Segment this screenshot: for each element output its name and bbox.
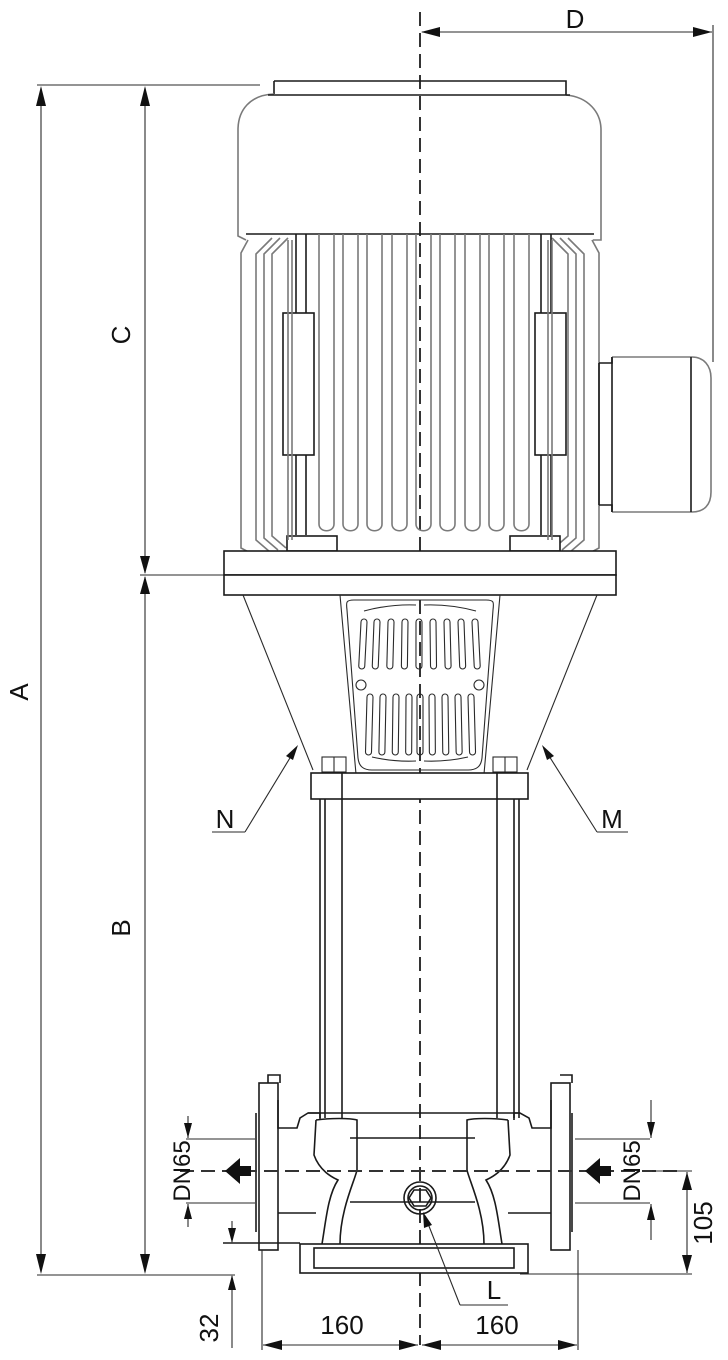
guard-slot bbox=[405, 693, 413, 756]
guard-slot-arc bbox=[363, 604, 417, 612]
flange-right bbox=[550, 1082, 571, 1251]
guard-slot-arc bbox=[371, 756, 417, 762]
guard-screw-right bbox=[473, 679, 485, 691]
guard-slot bbox=[457, 618, 467, 670]
coupling-guard-slots bbox=[358, 604, 481, 762]
dim-label-d: D bbox=[566, 4, 585, 34]
cooling-fin bbox=[488, 234, 505, 532]
cooling-fin bbox=[342, 234, 359, 532]
guard-slot bbox=[400, 618, 409, 670]
guard-slot bbox=[429, 618, 438, 670]
dimension-dn-inlet: DN65 bbox=[169, 1116, 255, 1227]
cooling-fin bbox=[464, 234, 481, 532]
callout-m: M bbox=[542, 745, 628, 834]
dimension-a: A bbox=[4, 84, 260, 1276]
dim-label-base-offset: 32 bbox=[194, 1314, 224, 1343]
callout-label-l: L bbox=[487, 1275, 501, 1305]
cooling-fin bbox=[318, 234, 335, 532]
dim-label-c: C bbox=[106, 326, 136, 345]
cooling-fin bbox=[439, 234, 456, 532]
guard-slot bbox=[428, 693, 436, 756]
guard-slot bbox=[371, 618, 381, 670]
callout-label-n: N bbox=[216, 804, 235, 834]
guard-slot bbox=[378, 693, 387, 756]
dimension-half-widths: 160 160 bbox=[261, 1250, 579, 1350]
guard-slot bbox=[391, 693, 400, 756]
dimension-dn-outlet: DN65 bbox=[575, 1100, 655, 1240]
dim-label-half-width-right: 160 bbox=[475, 1310, 518, 1340]
drain-plug-outer bbox=[403, 1181, 437, 1215]
guard-slot bbox=[364, 693, 374, 756]
guard-slot bbox=[358, 618, 368, 670]
tie-rods bbox=[319, 799, 520, 1118]
guard-slot bbox=[467, 693, 477, 756]
cooling-fin bbox=[513, 234, 530, 532]
dimension-d: D bbox=[421, 4, 714, 362]
guard-slot bbox=[441, 693, 450, 756]
dim-label-b: B bbox=[106, 919, 136, 936]
guard-slot bbox=[416, 693, 424, 756]
guard-slot-arc bbox=[423, 604, 477, 612]
lifting-lug-right bbox=[534, 312, 567, 456]
callout-n: N bbox=[212, 745, 298, 834]
guard-slot bbox=[471, 618, 481, 670]
guard-slot-arc bbox=[423, 756, 469, 762]
cooling-fin bbox=[391, 234, 408, 532]
callout-label-m: M bbox=[601, 804, 623, 834]
guard-screw-left bbox=[355, 679, 367, 691]
dimension-base-offset: 32 bbox=[194, 1221, 236, 1348]
drain-plug-hex bbox=[408, 1189, 432, 1207]
motor-flange bbox=[223, 550, 617, 596]
motor-cap bbox=[237, 80, 602, 241]
dim-label-dn-inlet: DN65 bbox=[169, 1140, 196, 1201]
cooling-fin bbox=[415, 234, 432, 532]
dim-label-axis-height: 105 bbox=[688, 1201, 718, 1244]
guard-slot bbox=[386, 618, 395, 670]
pump-base bbox=[223, 1074, 573, 1274]
guard-slot bbox=[454, 693, 463, 756]
flow-left-icon bbox=[585, 1158, 611, 1184]
dim-label-half-width-left: 160 bbox=[320, 1310, 363, 1340]
terminal-box bbox=[598, 356, 712, 513]
guard-slot bbox=[415, 618, 423, 670]
cooling-fins bbox=[287, 234, 553, 540]
drain-plug-inner bbox=[407, 1185, 433, 1211]
callout-l: L bbox=[423, 1212, 508, 1306]
pump-head-plate bbox=[310, 772, 529, 800]
flow-left-icon bbox=[225, 1158, 251, 1184]
flange-left bbox=[258, 1082, 279, 1251]
guard-slot bbox=[443, 618, 452, 670]
dimension-c: C bbox=[106, 86, 150, 574]
dimension-axis-height: 105 bbox=[520, 1170, 718, 1275]
dim-label-a: A bbox=[4, 683, 34, 701]
cooling-fin bbox=[366, 234, 383, 532]
dim-label-dn-outlet: DN65 bbox=[619, 1140, 646, 1201]
dimension-b: B bbox=[106, 574, 224, 1274]
